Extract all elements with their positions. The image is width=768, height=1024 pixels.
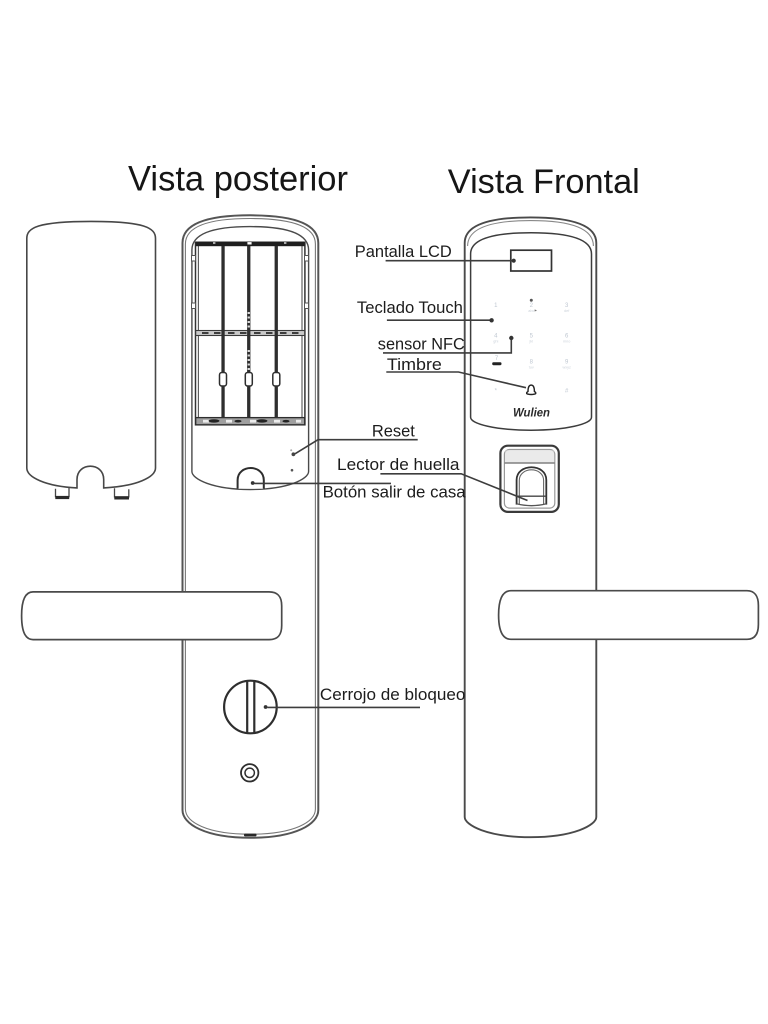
svg-text:7: 7 <box>495 356 499 362</box>
svg-text:Cerrojo de bloqueo: Cerrojo de bloqueo <box>320 686 466 704</box>
svg-text:jkl: jkl <box>529 339 534 343</box>
svg-text:Teclado Touch: Teclado Touch <box>357 299 463 317</box>
svg-text:9: 9 <box>565 360 569 366</box>
svg-text:1: 1 <box>494 303 498 309</box>
svg-text:Timbre: Timbre <box>387 356 442 374</box>
svg-text:def: def <box>564 309 570 313</box>
svg-text:Vista posterior: Vista posterior <box>128 160 348 199</box>
svg-text:Pantalla LCD: Pantalla LCD <box>355 243 452 261</box>
svg-text:3: 3 <box>565 303 569 309</box>
svg-text:ghi: ghi <box>493 339 498 343</box>
svg-text:abc: abc <box>528 309 534 313</box>
svg-text:tuv: tuv <box>529 365 534 369</box>
svg-text:mno: mno <box>563 339 570 343</box>
svg-text:2: 2 <box>530 303 534 309</box>
svg-text:Lector de huella: Lector de huella <box>337 456 460 474</box>
svg-text:Reset: Reset <box>372 423 415 441</box>
svg-text:8: 8 <box>530 360 534 366</box>
svg-text:Wulien: Wulien <box>513 406 550 420</box>
svg-text:Botón salir de casa: Botón salir de casa <box>323 484 467 502</box>
svg-text:6: 6 <box>565 334 569 340</box>
svg-text:*: * <box>495 389 498 395</box>
svg-text:wxyz: wxyz <box>562 365 571 369</box>
svg-text:#: # <box>565 389 569 395</box>
svg-text:Vista Frontal: Vista Frontal <box>448 163 640 201</box>
svg-text:4: 4 <box>494 334 498 340</box>
svg-text:sensor NFC: sensor NFC <box>378 336 465 354</box>
svg-text:5: 5 <box>530 334 534 340</box>
